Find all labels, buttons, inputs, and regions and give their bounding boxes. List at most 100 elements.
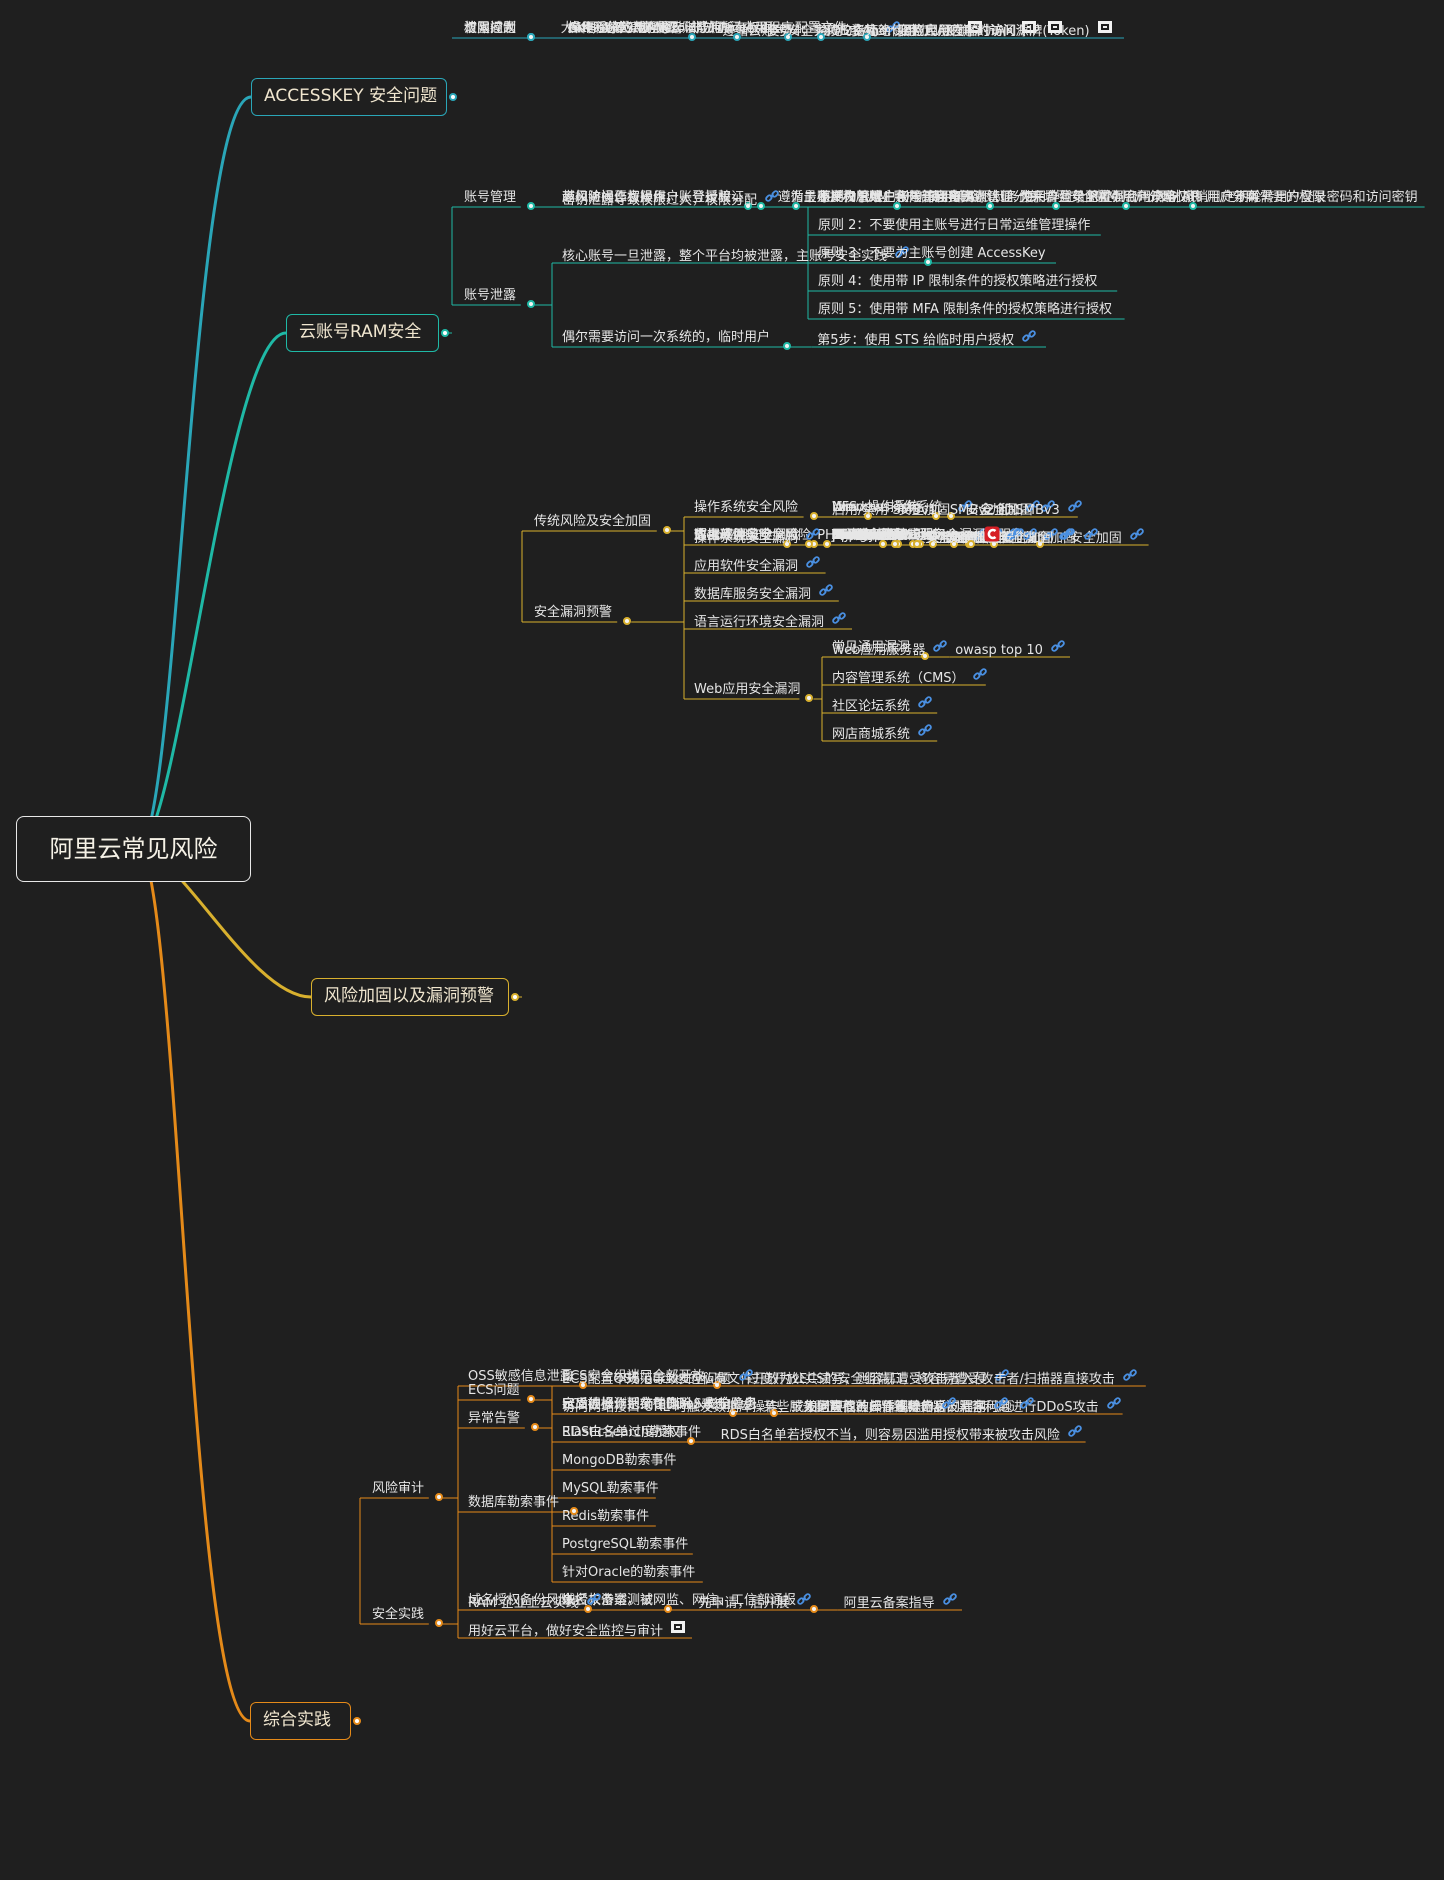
topic-node[interactable]: 原则 1：给主账号开启多因素认证 <box>816 189 1014 207</box>
link-icon[interactable] <box>805 554 821 576</box>
topic-node[interactable]: ECS被检测到存在DDoS攻击 <box>560 1396 730 1414</box>
topic-node[interactable]: 不同层面的操作系统自身的漏洞问题 <box>802 1396 1035 1418</box>
topic-node[interactable]: 社区论坛系统 <box>830 695 933 717</box>
link-icon[interactable] <box>1067 1423 1083 1445</box>
topic-node[interactable]: 遵循云账号安全实践的指南 <box>720 20 901 42</box>
topic-node[interactable]: PostgreSQL勒索事件 <box>560 1536 690 1554</box>
topic-node[interactable]: 使用群组给 RAM 用户分配权限 <box>1018 189 1202 207</box>
topic-node[interactable]: 定期轮转用户登录密码和访问密钥 <box>1221 189 1420 207</box>
topic-node[interactable]: PHP环境安全加固 <box>815 527 922 545</box>
topic-node[interactable]: 数据库勒索事件 <box>466 1494 561 1512</box>
topic-node[interactable]: 应用软件安全漏洞 <box>692 555 821 577</box>
topic-node[interactable]: 姿势4：为iOS或Android应用颁发临时访问令牌(Token) <box>765 20 1113 42</box>
topic-node[interactable]: Docker容器 <box>830 527 906 545</box>
link-icon[interactable] <box>932 638 948 660</box>
link-icon[interactable] <box>796 1591 812 1613</box>
expand-dot[interactable] <box>729 1409 738 1417</box>
topic-node[interactable]: 原则 2：不要使用主账号进行日常运维管理操作 <box>816 217 1092 235</box>
link-icon[interactable] <box>1122 1367 1138 1389</box>
topic-node[interactable]: 域名授权备份风险 <box>466 1592 574 1610</box>
topic-node[interactable]: 安全漏洞预警 <box>532 604 614 622</box>
expand-dot[interactable] <box>756 202 765 210</box>
topic-node[interactable]: 安全加固 <box>979 499 1056 521</box>
topic-node[interactable]: phpMyadmin 服务 <box>830 527 949 545</box>
topic-node[interactable]: 针对Oracle的勒索事件 <box>560 1564 697 1582</box>
link-icon[interactable] <box>994 1367 1010 1389</box>
topic-node[interactable]: 为主账户和 RAM 用户启用 MFA <box>789 189 977 207</box>
topic-node[interactable]: 安全加固 <box>999 527 1076 549</box>
topic-node[interactable]: 将控制台用户与 API 用户分离 <box>1084 189 1260 207</box>
topic-node[interactable]: OSS bucket的私有文件开放为公共读写，则容易遭受攻击者入侵 <box>611 1368 1010 1390</box>
expand-dot[interactable] <box>949 540 958 548</box>
expand-dot[interactable] <box>893 202 902 210</box>
topic-node[interactable]: 偶尔需要访问一次系统的，临时用户 <box>560 329 772 347</box>
topic-node[interactable]: 异常告警 <box>466 1410 522 1428</box>
expand-dot[interactable] <box>805 540 814 548</box>
topic-node[interactable]: ElasticSearch勒索事件 <box>560 1424 703 1442</box>
topic-node[interactable]: 姿势3：限制应用程序的访问源IP <box>849 20 1063 42</box>
topic-node[interactable]: MySQL勒索事件 <box>560 1480 661 1498</box>
expand-dot[interactable] <box>986 202 995 210</box>
link-icon[interactable] <box>894 244 910 266</box>
expand-dot[interactable] <box>783 33 792 41</box>
topic-node[interactable]: RAM 企业上云实践 <box>466 1592 602 1614</box>
topic-node[interactable]: RDS白名单过度授权 <box>560 1424 682 1442</box>
topic-node[interactable]: 操作系统安全风险 <box>692 499 800 517</box>
topic-node[interactable]: 原则 5：使用带 MFA 限制条件的授权策略进行授权 <box>816 301 1114 319</box>
topic-node[interactable]: MongoDB勒索事件 <box>560 1452 679 1470</box>
link-icon[interactable] <box>1060 526 1076 548</box>
topic-node[interactable]: 原则 4：使用带 IP 限制条件的授权策略进行授权 <box>816 273 1099 291</box>
topic-node[interactable]: Web应用安全风险 <box>692 527 802 545</box>
root-topic[interactable]: 阿里云常见风险 <box>16 816 251 882</box>
link-icon[interactable] <box>586 1591 602 1613</box>
c-icon[interactable] <box>984 526 1000 548</box>
expand-dot[interactable] <box>732 33 741 41</box>
topic-node[interactable]: 定义的操作系统镜像引入安全隐患 <box>560 1396 759 1414</box>
topic-node[interactable]: 遵循最小授权原则 <box>776 189 884 207</box>
topic-node[interactable]: 网站被植入Webshell <box>830 527 958 545</box>
topic-node[interactable]: Redis <box>830 527 869 545</box>
topic-node[interactable]: MySQL <box>830 527 879 545</box>
link-icon[interactable] <box>805 526 821 548</box>
expand-dot[interactable] <box>664 1605 673 1613</box>
topic-node[interactable]: 应用程序的“小AK”，非法访问应用程序 <box>566 20 796 38</box>
branch-topic-ram[interactable]: 云账号RAM安全 <box>286 314 439 352</box>
topic-node[interactable]: 语言运行环境安全漏洞 <box>692 611 847 633</box>
note-icon[interactable] <box>1097 19 1113 41</box>
topic-node[interactable]: 域名未备案，被网监、网信、工信部通报 <box>560 1592 798 1610</box>
link-icon[interactable] <box>972 666 988 688</box>
topic-node[interactable]: 安全加固 <box>1068 527 1145 549</box>
expand-dot[interactable] <box>579 1381 588 1389</box>
topic-node[interactable]: AK写到iOS或Android应用 <box>566 20 725 38</box>
expand-dot[interactable] <box>1035 540 1044 548</box>
topic-node[interactable]: 过度开放ECS的安全组端口，将容易遭受攻击者/扫描器直接攻击 <box>745 1368 1138 1390</box>
link-icon[interactable] <box>993 1395 1009 1417</box>
expand-dot[interactable] <box>1122 202 1130 210</box>
link-icon[interactable] <box>1129 526 1145 548</box>
link-icon[interactable] <box>1050 638 1066 660</box>
topic-node[interactable]: 未授权渗透测试 <box>560 1592 655 1610</box>
expand-dot[interactable] <box>792 202 800 210</box>
topic-node[interactable]: NFS <box>830 499 859 517</box>
expand-dot[interactable] <box>743 202 752 210</box>
note-icon[interactable] <box>1021 19 1037 41</box>
topic-node[interactable]: MongoDB <box>830 527 897 545</box>
link-icon[interactable] <box>738 1367 754 1389</box>
expand-dot[interactable] <box>526 1395 535 1403</box>
topic-node[interactable]: 云盾误报，把文件删除，影响业务 <box>560 1396 759 1414</box>
branch-expand-dot[interactable] <box>353 1717 361 1725</box>
topic-node[interactable]: 越权访问恶意操作，账号授权 <box>560 189 733 207</box>
topic-node[interactable]: Apache服务 <box>830 527 909 545</box>
topic-node[interactable]: 姿势2：杜绝使用“大AK” <box>816 20 984 42</box>
topic-node[interactable]: GitHub等公网泄露 <box>566 20 680 38</box>
topic-node[interactable]: 操作系统应用程序非法访问access key配置文件 <box>566 20 849 38</box>
topic-node[interactable]: 阿里云备案指导 <box>842 1592 958 1614</box>
link-icon[interactable] <box>917 722 933 744</box>
expand-dot[interactable] <box>583 1605 592 1613</box>
expand-dot[interactable] <box>890 540 899 548</box>
topic-node[interactable]: OSS敏感信息泄露 <box>466 1368 575 1386</box>
expand-dot[interactable] <box>783 540 792 548</box>
topic-node[interactable]: 账号管理 <box>462 189 518 207</box>
topic-node[interactable]: 数据库服务安全风险 <box>692 527 813 545</box>
topic-node[interactable]: 安全加固 <box>923 526 1000 549</box>
